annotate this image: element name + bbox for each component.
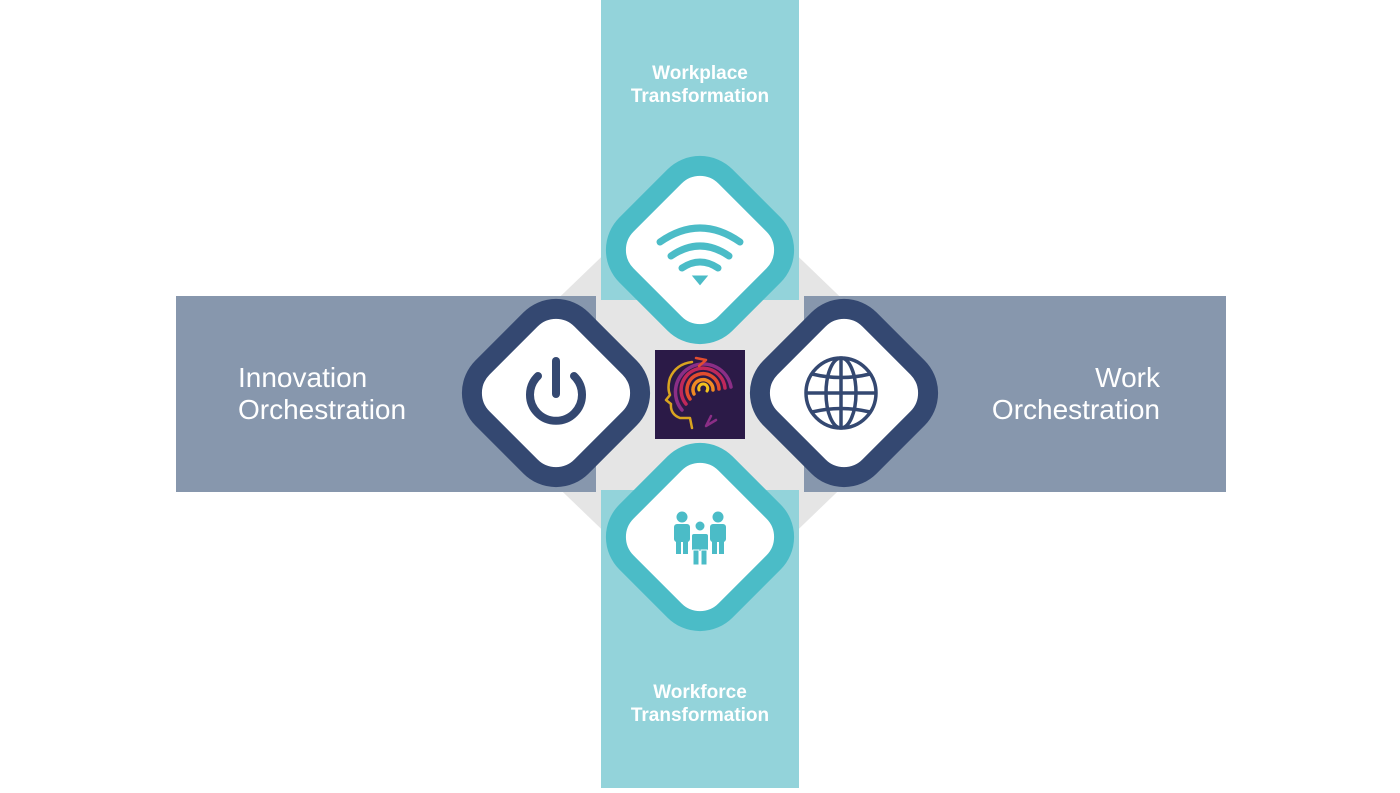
workplace-label-line1: Workplace: [652, 63, 748, 84]
head-spiral-logo-icon: [655, 350, 745, 439]
innovation-label-line2: Orchestration: [238, 394, 407, 425]
work-orchestration-label: Work Orchestration: [900, 362, 1160, 426]
workforce-transformation-label: Workforce Transformation: [601, 681, 799, 727]
workforce-diamond: [605, 442, 795, 632]
people-icon: [674, 511, 726, 566]
innovation-label-line1: Innovation: [238, 362, 368, 393]
wifi-icon: [656, 224, 744, 286]
workplace-transformation-label: Workplace Transformation: [601, 62, 799, 108]
innovation-diamond: [461, 298, 651, 488]
workplace-label-line2: Transformation: [630, 86, 770, 107]
workforce-label-line2: Transformation: [630, 705, 770, 726]
workforce-label-line1: Workforce: [653, 682, 747, 703]
workplace-diamond: [605, 155, 795, 345]
power-icon: [526, 357, 586, 425]
work-label-line1: Work: [1095, 362, 1160, 393]
work-label-line2: Orchestration: [991, 394, 1160, 425]
globe-icon: [804, 356, 878, 430]
innovation-orchestration-label: Innovation Orchestration: [238, 362, 498, 426]
work-diamond: [749, 298, 939, 488]
